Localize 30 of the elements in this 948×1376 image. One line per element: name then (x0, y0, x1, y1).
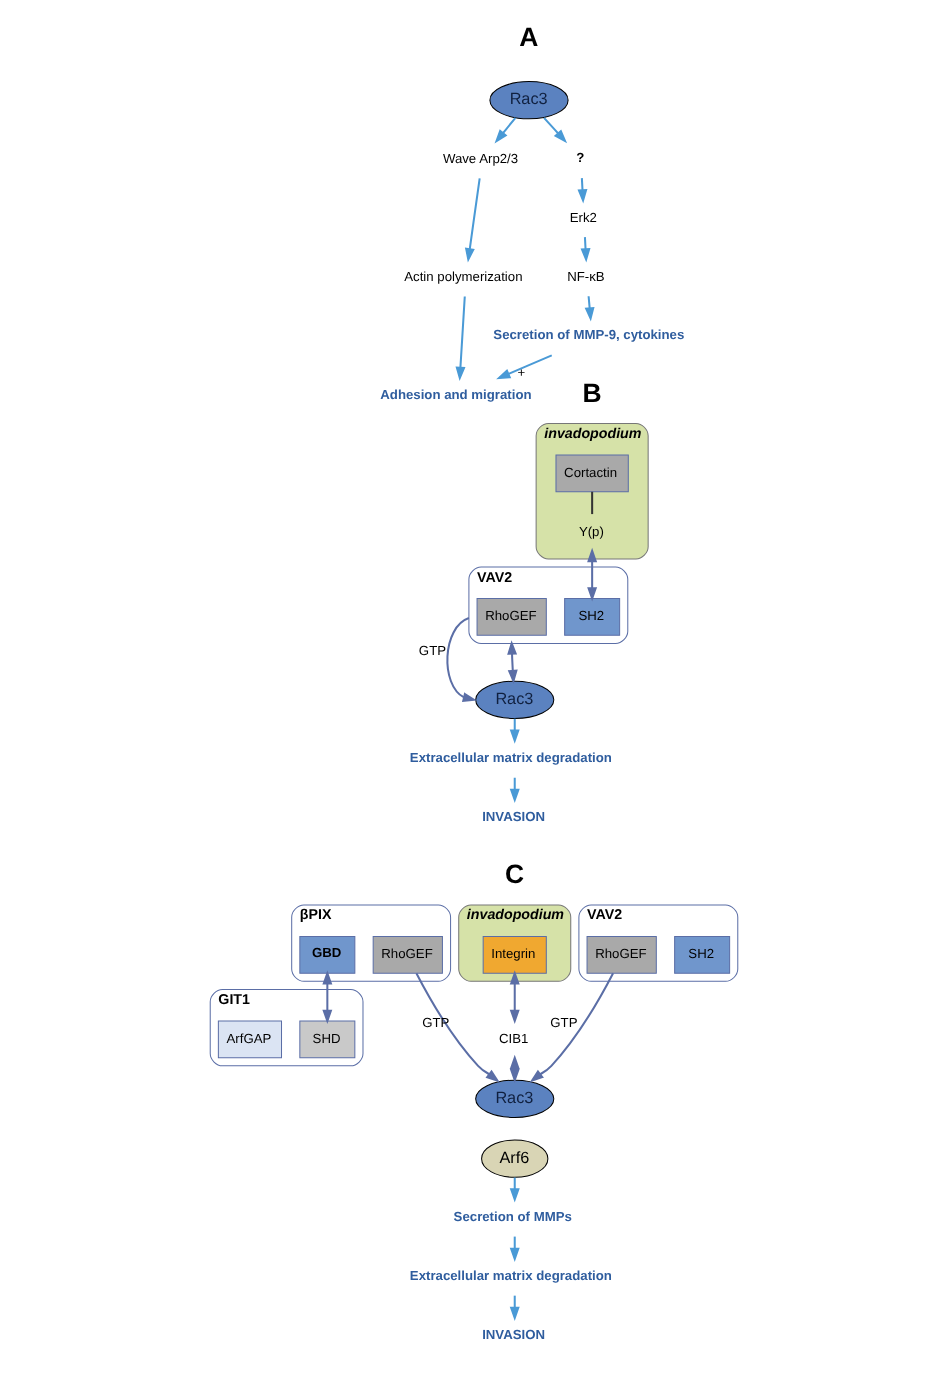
cluster (578, 904, 739, 982)
arrow (464, 178, 481, 263)
arrow (509, 970, 520, 1024)
arrow (529, 972, 614, 1083)
arrow (415, 972, 500, 1083)
arrow (587, 547, 598, 602)
arrow (455, 296, 466, 381)
arrow (496, 354, 553, 380)
arrow (584, 296, 595, 322)
arrow (322, 970, 333, 1024)
arrow (543, 117, 568, 144)
arrow (494, 117, 517, 144)
connector (591, 491, 594, 515)
node-ellipse: Rac3 (489, 81, 569, 120)
cluster (468, 566, 629, 644)
node-ellipse: Rac3 (475, 680, 555, 719)
arrow (509, 777, 520, 804)
arrow (580, 237, 591, 263)
node-ellipse: Rac3 (475, 1079, 555, 1118)
node-ellipse: Arf6 (481, 1139, 549, 1178)
label: B (582, 377, 602, 408)
label: C (505, 859, 525, 890)
cluster (209, 988, 364, 1067)
arrow (507, 640, 518, 685)
arrow (509, 1295, 520, 1322)
cluster (291, 904, 452, 982)
arrow (446, 617, 477, 703)
arrow (509, 1236, 520, 1262)
label: A (519, 21, 539, 52)
arrow (577, 178, 588, 204)
